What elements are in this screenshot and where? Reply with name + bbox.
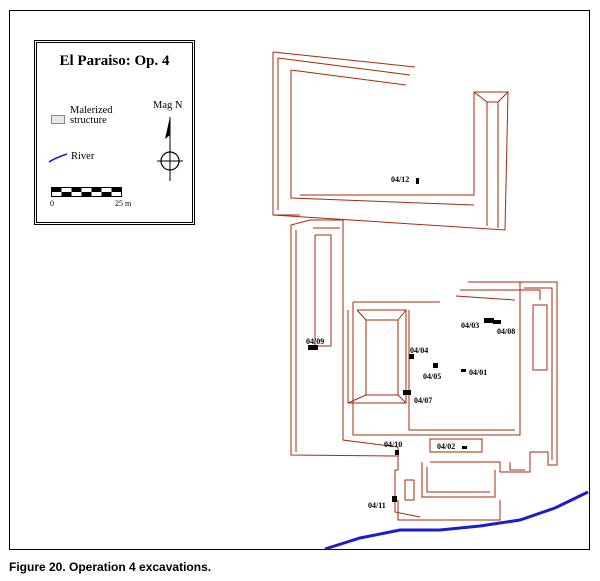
- river-legend-label: River: [71, 151, 95, 162]
- excavation-units: [308, 178, 501, 502]
- unit-label-04-05: 04/05: [423, 372, 441, 381]
- map-frame: [9, 10, 590, 550]
- north-label: Mag N: [153, 100, 183, 111]
- unit-label-04-01: 04/01: [469, 368, 487, 377]
- structure-north: [272, 51, 509, 231]
- structure-label-line2: structure: [70, 115, 107, 126]
- structure-swatch-icon: [51, 115, 65, 124]
- unit-label-04-11: 04/11: [368, 501, 386, 510]
- map-legend: El Paraiso: Op. 4 Malerized structure Ri…: [34, 40, 195, 225]
- unit-mark-04-07: [403, 390, 411, 395]
- legend-title: El Paraiso: Op. 4: [59, 53, 170, 69]
- unit-label-04-04: 04/04: [410, 346, 428, 355]
- unit-mark-04-04: [409, 354, 414, 359]
- structure-label-line1: Malerized: [70, 105, 113, 116]
- unit-mark-04-01: [461, 369, 466, 372]
- structure-west: [290, 219, 421, 518]
- unit-label-04-07: 04/07: [414, 396, 432, 405]
- structure-legend-label: Malerized structure: [70, 105, 113, 126]
- unit-mark-04-05: [433, 363, 438, 368]
- unit-labels: 04/12 04/03 04/08 04/09 04/04 04/05 04/0…: [306, 175, 515, 510]
- malerized-structures: [272, 51, 558, 521]
- unit-mark-04-02: [462, 446, 467, 449]
- structure-east: [430, 281, 558, 473]
- unit-label-04-08: 04/08: [497, 327, 515, 336]
- unit-label-04-12: 04/12: [391, 175, 409, 184]
- unit-label-04-10: 04/10: [384, 440, 402, 449]
- river: [324, 490, 589, 551]
- unit-label-04-09: 04/09: [306, 337, 324, 346]
- unit-mark-04-12: [416, 178, 419, 184]
- unit-label-04-03: 04/03: [461, 321, 479, 330]
- unit-mark-04-08: [493, 320, 501, 324]
- unit-label-04-02: 04/02: [437, 442, 455, 451]
- figure-caption: Figure 20. Operation 4 excavations.: [9, 560, 212, 574]
- scale-end-label: 25 m: [115, 199, 132, 208]
- structure-central: [352, 281, 521, 436]
- scale-start-label: 0: [50, 199, 54, 208]
- unit-mark-04-11: [392, 496, 397, 502]
- north-arrow-icon: [157, 117, 183, 181]
- river-swatch-icon: [48, 153, 68, 163]
- unit-mark-04-10: [395, 450, 399, 455]
- unit-mark-04-09: [308, 345, 318, 350]
- unit-mark-04-03: [484, 318, 494, 323]
- structure-south: [429, 438, 483, 453]
- scale-bar-icon: [51, 187, 122, 197]
